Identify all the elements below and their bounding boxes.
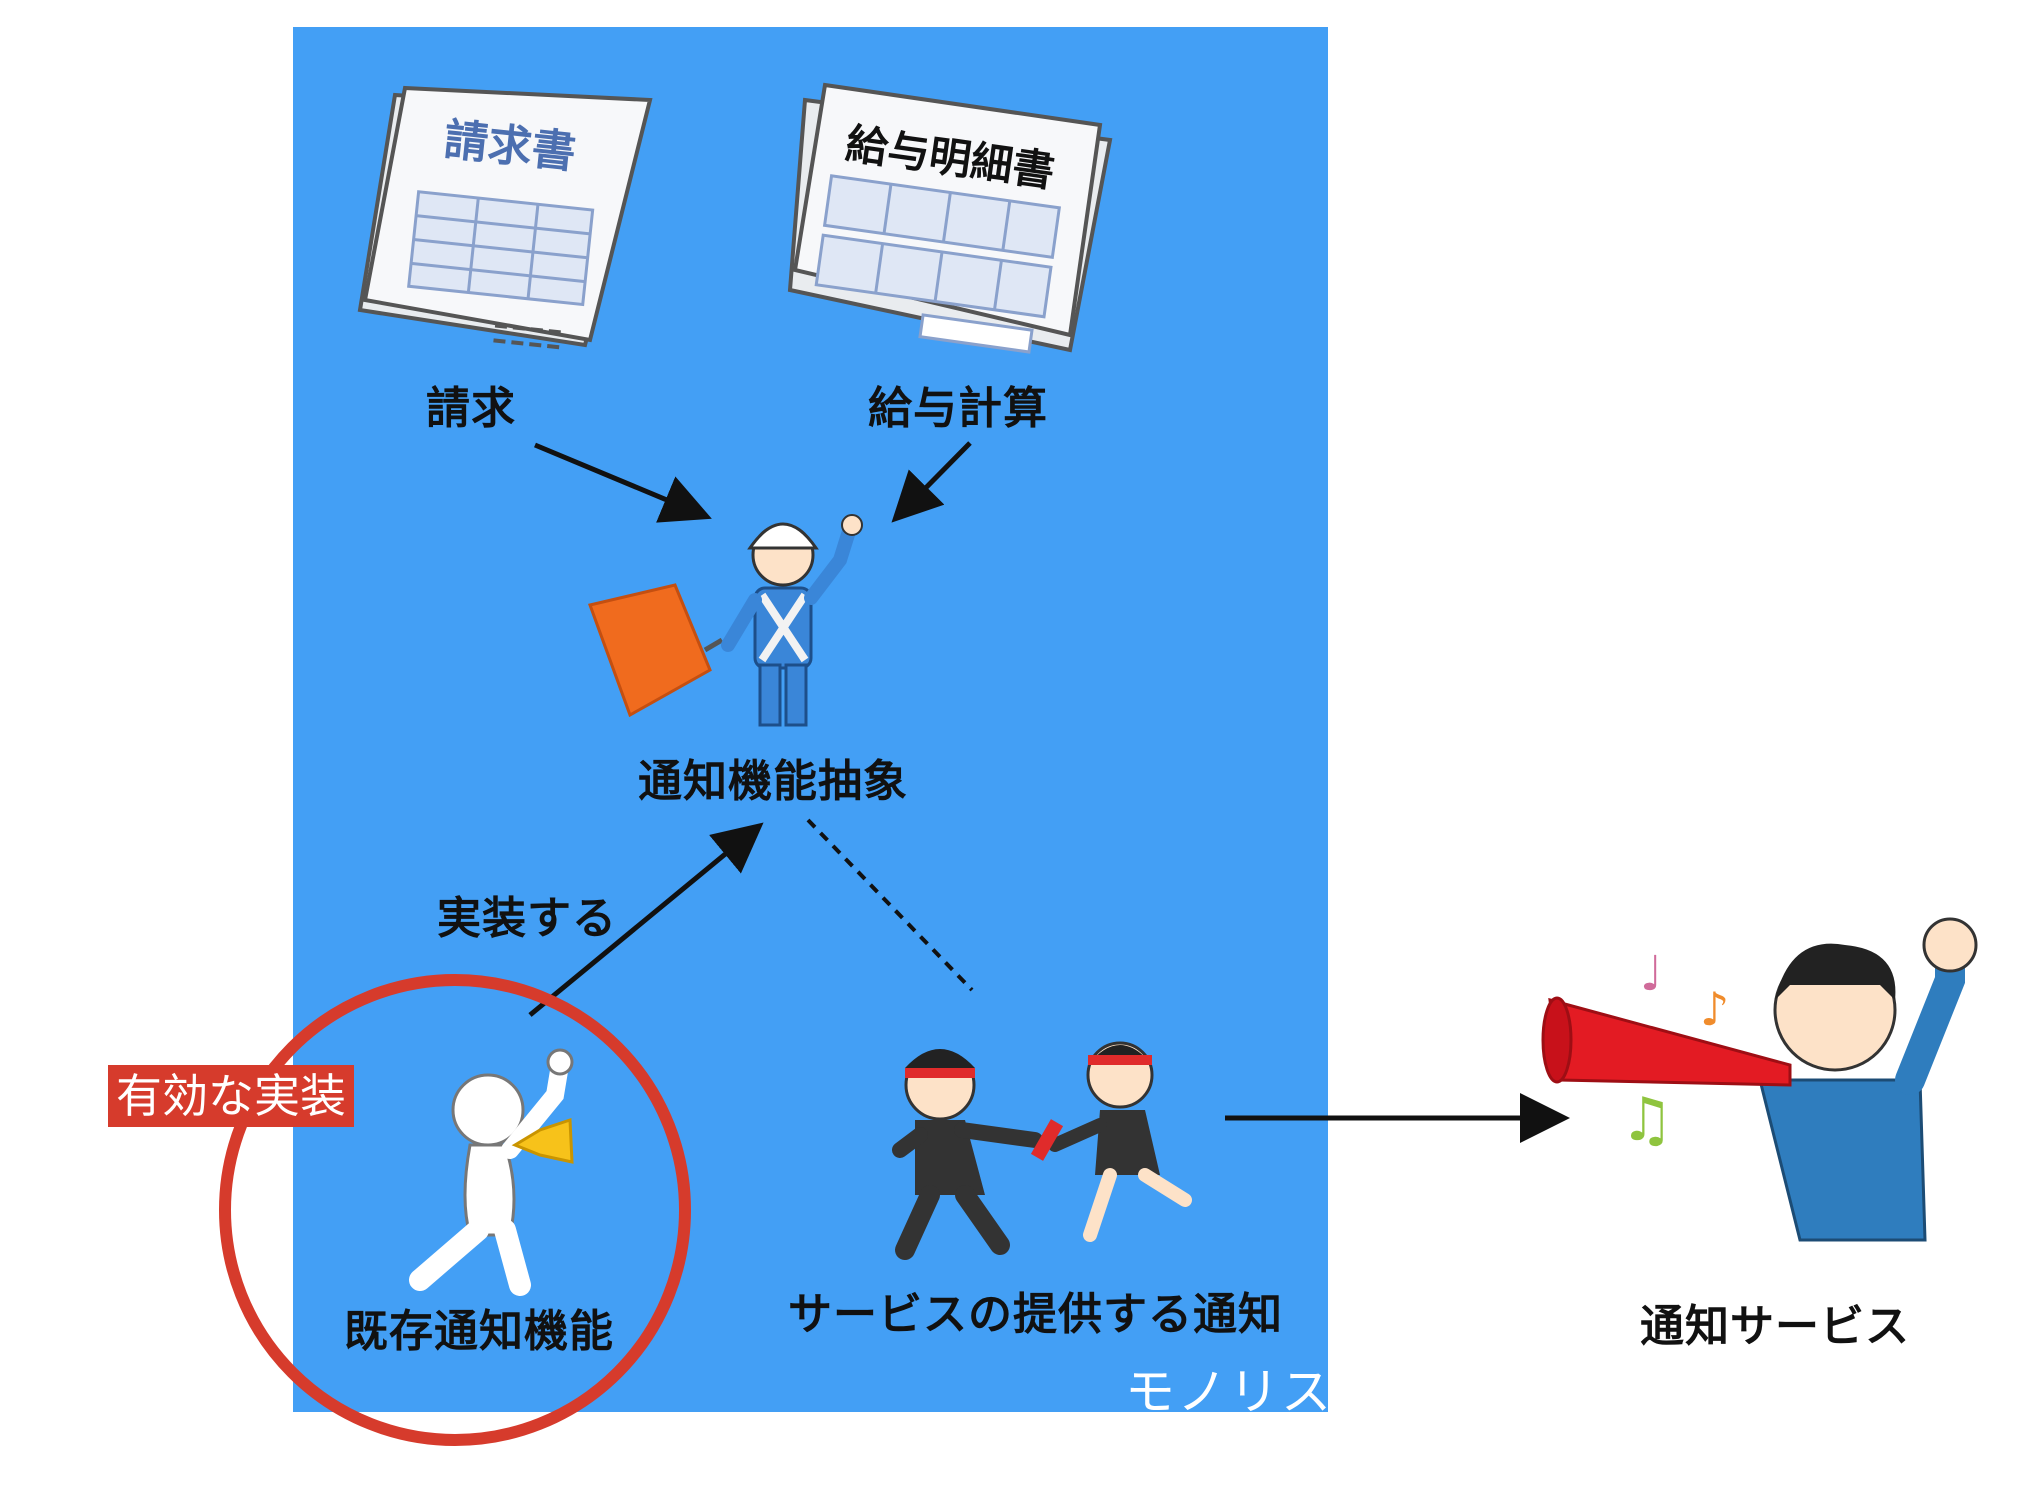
billing-label: 請求	[426, 383, 516, 434]
svg-text:♫: ♫	[1620, 1085, 1674, 1155]
arrow-existing-implements-abstraction	[528, 822, 764, 1017]
dotted-link-abstraction-to-service-notice	[806, 818, 974, 992]
abstraction-label: 通知機能抽象	[638, 756, 908, 807]
megaphone-figure-icon	[409, 1048, 574, 1296]
service-notice-label: サービスの提供する通知	[788, 1289, 1283, 1340]
existing-label: 既存通知機能	[344, 1306, 614, 1357]
notification-service-label: 通知サービス	[1640, 1301, 1910, 1352]
monolith-label: モノリス	[1125, 1363, 1333, 1421]
relay-runners-icon	[892, 1041, 1192, 1260]
highlight-circle	[219, 974, 691, 1446]
payroll-label: 給与計算	[868, 383, 1048, 434]
svg-text:♩: ♩	[1640, 946, 1663, 1002]
svg-text:♪: ♪	[1700, 982, 1729, 1036]
effective-implementation-badge: 有効な実装	[108, 1065, 354, 1127]
arrow-payroll-to-abstraction	[891, 441, 972, 523]
arrow-billing-to-abstraction	[534, 442, 712, 523]
traffic-guard-icon	[588, 514, 863, 727]
implements-label: 実装する	[437, 893, 617, 944]
man-with-vuvuzela-icon: ♩ ♪ ♫	[1541, 917, 1978, 1242]
invoice-document-icon: 請求書	[357, 85, 653, 350]
payslip-document-icon: 給与明細書	[787, 82, 1113, 354]
